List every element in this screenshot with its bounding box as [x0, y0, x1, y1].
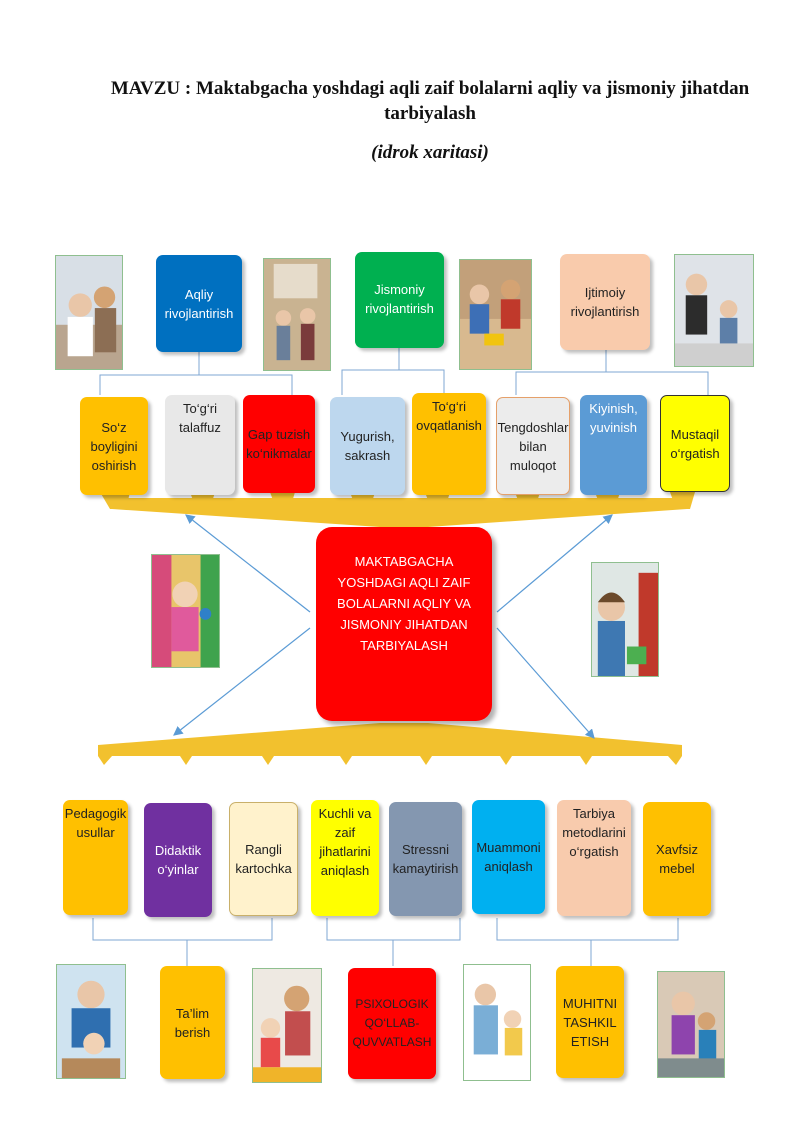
child-photo-icon [657, 971, 725, 1078]
box-yugurish-sakrash: Yugurish, sakrash [330, 397, 405, 495]
box-tengdoshlar-bilan-muloqot: Tengdoshlar bilan muloqot [496, 397, 570, 495]
category-psixologik: PSIXOLOGIK QO‘LLAB-QUVVATLASH [348, 968, 436, 1079]
box-didaktik-oyinlar: Didaktik o‘yinlar [144, 803, 212, 917]
child-photo-icon [252, 968, 322, 1083]
box-pedagogik-usullar: Pedagogik usullar [63, 800, 128, 915]
box-gap-tuzish: Gap tuzish ko‘nikmalar [243, 395, 315, 493]
diagram-subtitle: (idrok xaritasi) [371, 142, 489, 163]
box-soz-boyligini-oshirish: So‘z boyligini oshirish [80, 397, 148, 495]
child-photo-icon [55, 255, 123, 370]
category-ijtimoiy: Ijtimoiy rivojlantirish [560, 254, 650, 350]
box-tarbiya-metodlarini: Tarbiya metodlarini o‘rgatish [557, 800, 631, 916]
diagram-title: MAVZU : Maktabgacha yoshdagi aqli zaif b… [110, 78, 750, 124]
child-photo-icon [459, 259, 532, 370]
box-togri-talaffuz: To‘g‘ri talaffuz [165, 395, 235, 495]
central-topic: MAKTABGACHA YOSHDAGI AQLI ZAIF BOLALARNI… [316, 527, 492, 721]
child-photo-icon [151, 554, 220, 668]
child-photo-icon [263, 258, 331, 371]
box-muammoni-aniqlash: Muammoni aniqlash [472, 800, 545, 914]
child-photo-icon [591, 562, 659, 677]
child-photo-icon [56, 964, 126, 1079]
box-stressni-kamaytirish: Stressni kamaytirish [389, 802, 462, 916]
box-kuchli-va-zaif: Kuchli va zaif jihatlarini aniqlash [311, 800, 379, 916]
child-photo-icon [463, 964, 531, 1081]
box-xavfsiz-mebel: Xavfsiz mebel [643, 802, 711, 916]
box-kiyinish-yuvinish: Kiyinish, yuvinish [580, 395, 647, 495]
category-aqliy: Aqliy rivojlantirish [156, 255, 242, 352]
category-jismoniy: Jismoniy rivojlantirish [355, 252, 444, 348]
box-mustaqil-orgatish: Mustaqil o‘rgatish [660, 395, 730, 492]
box-togri-ovqatlanish: To‘g‘ri ovqatlanish [412, 393, 486, 495]
category-muhitni-tashkil: MUHITNI TASHKIL ETISH [556, 966, 624, 1078]
box-rangli-kartochka: Rangli kartochka [229, 802, 298, 916]
child-photo-icon [674, 254, 754, 367]
category-talim-berish: Ta’lim berish [160, 966, 225, 1079]
